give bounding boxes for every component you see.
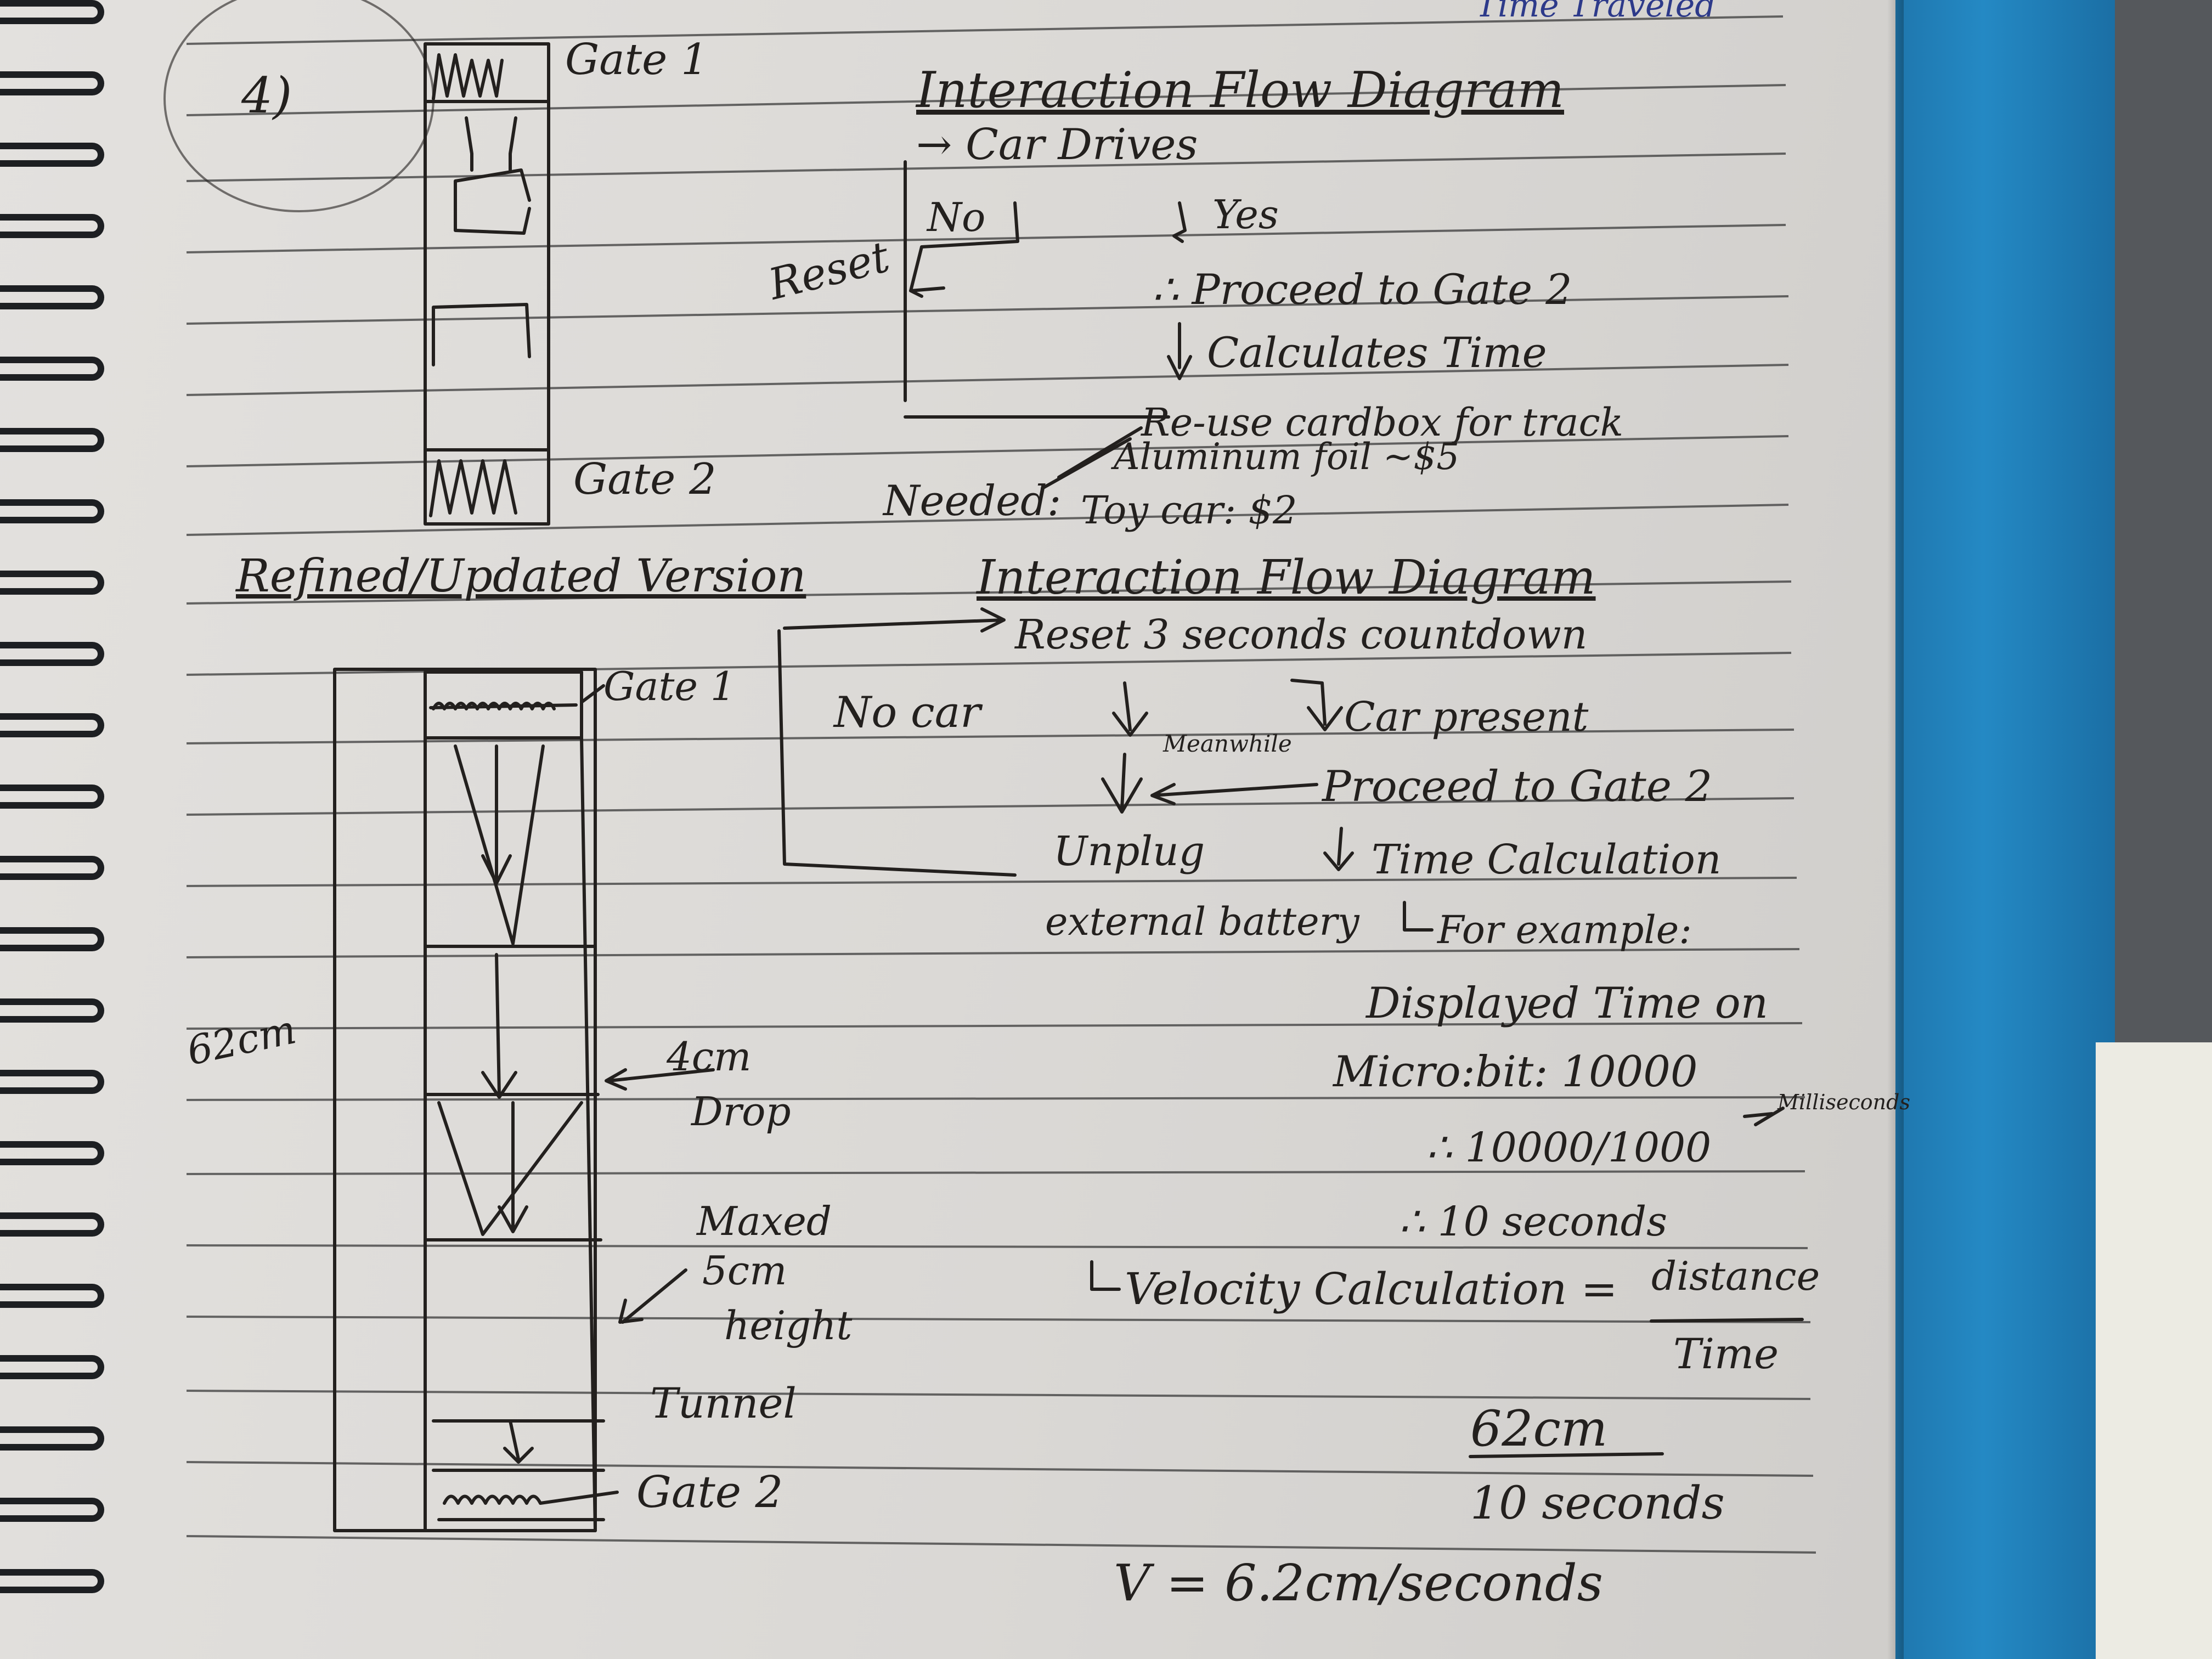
drop-4cm-label: 4cm — [667, 1034, 752, 1080]
notebook-page — [0, 0, 1964, 1659]
section1-calculates: Calculates Time — [1207, 328, 1547, 377]
section2-time: Time — [1673, 1329, 1779, 1378]
section1-proceed: ∴ Proceed to Gate 2 — [1152, 265, 1572, 314]
section1-car-drives: → Car Drives — [916, 120, 1198, 170]
section2-reset-countdown: Reset 3 seconds countdown — [1015, 611, 1588, 658]
section1-gate1-label: Gate 1 — [565, 35, 708, 84]
folder-shadow — [1887, 0, 1904, 1659]
section2-for-example: For example: — [1437, 907, 1692, 952]
section2-result: V = 6.2cm/seconds — [1114, 1554, 1604, 1612]
section2-car-present: Car present — [1344, 693, 1589, 741]
desk-background — [2115, 0, 2212, 1042]
desk-surface — [2096, 1042, 2212, 1659]
section2-milliseconds: Milliseconds — [1778, 1090, 1910, 1114]
section2-title: Interaction Flow Diagram — [977, 550, 1596, 605]
section2-numerator: 62cm — [1470, 1400, 1608, 1458]
top-partial-note: Time Traveled — [1476, 0, 1716, 25]
section1-gate2-label: Gate 2 — [573, 455, 716, 504]
blue-folder — [1895, 0, 2115, 1659]
section2-displayed-time: Displayed Time on — [1366, 979, 1768, 1028]
needed-item-foil: Aluminum foil ~$5 — [1114, 436, 1460, 478]
section2-gate1-label: Gate 1 — [603, 663, 736, 709]
section2-denominator: 10 seconds — [1470, 1477, 1725, 1530]
section2-division: ∴ 10000/1000 — [1426, 1124, 1712, 1171]
section2-meanwhile: Meanwhile — [1163, 730, 1292, 757]
tunnel-label: Tunnel — [650, 1379, 797, 1427]
section2-unplug: Unplug — [1053, 828, 1205, 875]
section2-heading: Refined/Updated Version — [236, 550, 806, 602]
maxed-label: Maxed — [697, 1198, 832, 1244]
height-label: height — [724, 1302, 853, 1348]
section2-velocity-calc: Velocity Calculation = — [1125, 1263, 1618, 1314]
needed-item-cardbox: Re-use cardbox for track — [1141, 400, 1624, 445]
maxed-5cm-label: 5cm — [702, 1248, 787, 1294]
section2-external-battery: external battery — [1045, 899, 1359, 944]
section2-gate2-label: Gate 2 — [636, 1466, 783, 1517]
section2-time-calc: Time Calculation — [1372, 836, 1722, 883]
section1-yes: Yes — [1212, 191, 1279, 238]
needed-item-toycar: Toy car: $2 — [1081, 488, 1297, 533]
needed-label: Needed: — [883, 476, 1062, 525]
section2-distance: distance — [1651, 1253, 1820, 1299]
section1-no: No — [927, 194, 986, 240]
section2-seconds-result: ∴ 10 seconds — [1399, 1198, 1668, 1245]
section2-microbit-reading: Micro:bit: 10000 — [1333, 1047, 1698, 1097]
drop-label: Drop — [691, 1088, 791, 1135]
section2-proceed: Proceed to Gate 2 — [1322, 762, 1713, 811]
section2-no-car: No car — [834, 688, 981, 737]
section1-number: 4) — [241, 67, 292, 125]
section1-title: Interaction Flow Diagram — [916, 61, 1565, 119]
